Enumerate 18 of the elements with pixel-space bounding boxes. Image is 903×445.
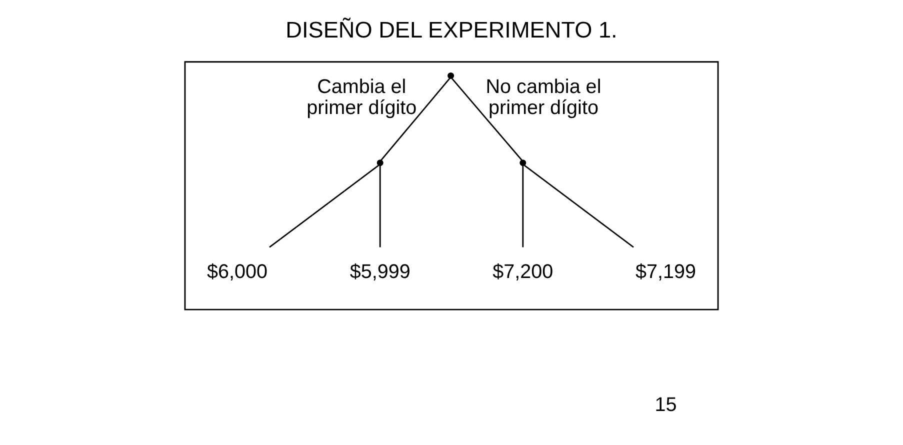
node-text: $5,999 — [350, 261, 410, 284]
connector — [379, 165, 381, 248]
diagram-title: DISEÑO DEL EXPERIMENTO 1. — [286, 18, 618, 43]
edge-label: No cambia el primer dígito — [486, 76, 602, 120]
cluster — [184, 61, 719, 310]
edge-label: Cambia el primer dígito — [306, 76, 417, 120]
node-text: $6,000 — [207, 261, 268, 284]
node-point — [448, 72, 454, 79]
connector — [522, 165, 524, 248]
connector — [524, 164, 634, 248]
node-point — [376, 160, 384, 166]
node-point — [520, 160, 526, 166]
label: 15 — [654, 394, 677, 416]
connector — [380, 78, 450, 161]
connector — [452, 78, 522, 161]
node-text: $7,199 — [635, 261, 696, 284]
connector — [269, 164, 379, 248]
node-text: $7,200 — [492, 261, 554, 284]
